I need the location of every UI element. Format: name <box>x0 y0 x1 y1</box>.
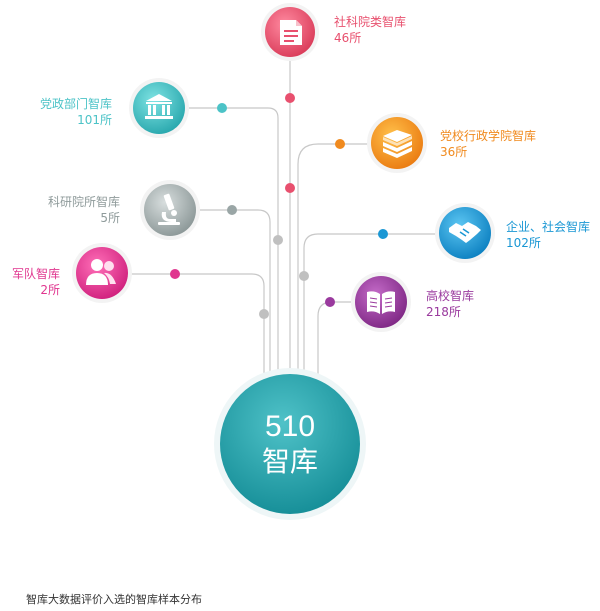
label-university-count: 218所 <box>426 305 461 319</box>
dot-gray-3 <box>259 309 269 319</box>
label-military-count: 2所 <box>40 283 60 297</box>
label-party-gov-name: 党政部门智库 <box>39 97 112 111</box>
center-total-unit: 智库 <box>261 445 318 478</box>
connector-enterprise-social <box>303 233 436 395</box>
center-total-value: 510 <box>264 410 316 443</box>
label-social-science-name: 社科院类智库 <box>334 15 407 29</box>
dot-military <box>170 269 180 279</box>
label-research-institute-name: 科研院所智库 <box>47 195 120 209</box>
node-research-institute <box>140 180 200 240</box>
government-building-icon <box>145 94 173 119</box>
node-military <box>72 243 132 303</box>
label-party-school-name: 党校行政学院智库 <box>440 129 537 143</box>
dot-gray-1 <box>273 235 283 245</box>
label-social-science-count: 46所 <box>334 31 362 45</box>
label-university-name: 高校智库 <box>426 289 475 303</box>
connector-research-institute <box>200 209 271 395</box>
dot-party-gov <box>217 103 227 113</box>
book-stack-icon <box>383 130 412 158</box>
label-research-institute-count: 5所 <box>100 211 120 225</box>
handshake-icon <box>449 222 481 243</box>
dot-research-institute <box>227 205 237 215</box>
connector-military <box>128 273 265 395</box>
label-research-institute: 科研院所智库 5所 <box>30 194 120 226</box>
node-university <box>351 272 411 332</box>
node-party-gov <box>129 78 189 138</box>
connector-party-school <box>297 143 368 395</box>
label-enterprise-social-count: 102所 <box>506 236 541 250</box>
dot-university <box>325 297 335 307</box>
label-social-science: 社科院类智库 46所 <box>334 14 406 46</box>
label-party-school-count: 36所 <box>440 145 468 159</box>
connector-party-gov <box>187 107 279 395</box>
dot-party-school <box>335 139 345 149</box>
node-party-school <box>367 113 427 173</box>
microscope-icon <box>158 193 180 225</box>
dot-social-science-2 <box>285 183 295 193</box>
center-node <box>214 368 366 520</box>
label-party-gov: 党政部门智库 101所 <box>16 96 112 128</box>
figure-caption: 智库大数据评价入选的智库样本分布 <box>26 593 202 606</box>
dot-gray-2 <box>299 271 309 281</box>
document-icon <box>280 20 302 45</box>
label-military: 军队智库 2所 <box>0 266 60 298</box>
dot-social-science <box>285 93 295 103</box>
node-enterprise-social <box>435 203 495 263</box>
label-military-name: 军队智库 <box>11 267 60 281</box>
node-social-science <box>261 3 319 61</box>
label-enterprise-social: 企业、社会智库 102所 <box>506 219 590 251</box>
open-book-icon <box>367 291 395 314</box>
dot-enterprise-social <box>378 229 388 239</box>
label-party-gov-count: 101所 <box>77 113 112 127</box>
people-icon <box>86 259 116 285</box>
label-party-school: 党校行政学院智库 36所 <box>440 128 536 160</box>
label-university: 高校智库 218所 <box>426 288 474 320</box>
label-enterprise-social-name: 企业、社会智库 <box>506 220 591 234</box>
